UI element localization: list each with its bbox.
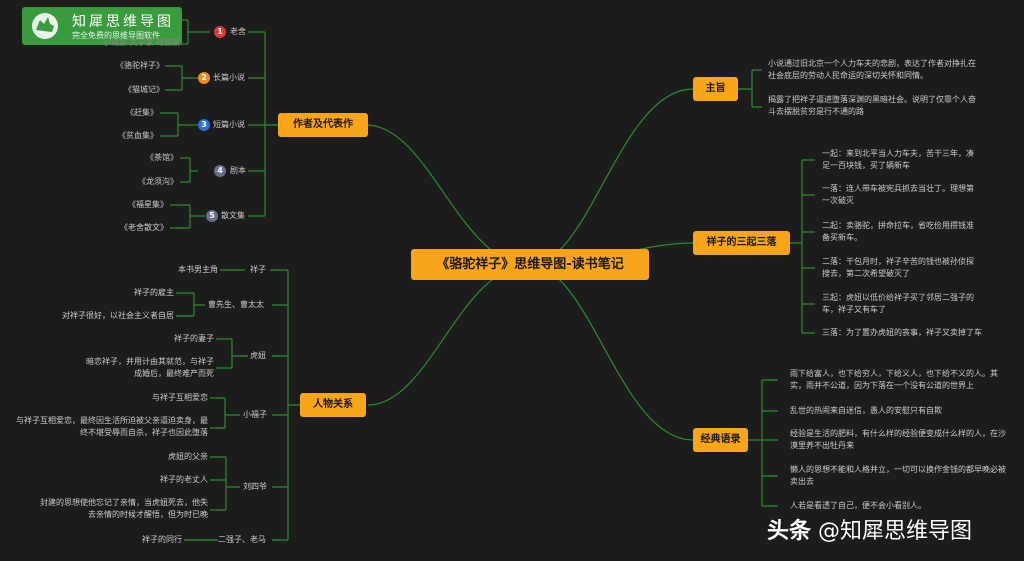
node-quotes[interactable]: 经典语录 [693, 428, 748, 452]
author-group-5[interactable]: 散文集 [221, 211, 245, 220]
author-item-3b: 《贫血集》 [118, 131, 158, 140]
quote-item-4: 懒人的思想不能和人格并立，一切可以换作金钱的都早晚必被卖出去 [790, 465, 1006, 486]
person-liusiye-desc1: 虎妞的父亲 [168, 452, 208, 461]
center-title[interactable]: 《骆驼祥子》思维导图-读书笔记 [411, 249, 649, 280]
plot-item-3: 二起：卖骆驼，拼命拉车，省吃俭用攒钱准备买新车。 [822, 221, 974, 242]
author-group-1[interactable]: 老舍 [230, 27, 246, 36]
person-xiaofuzi-desc1: 与祥子互相爱恋 [152, 393, 208, 402]
badge-4: 4 [214, 165, 226, 177]
quote-item-3: 经验是生活的肥料，有什么样的经验便变成什么样的人，在沙漠里养不出牡丹来 [790, 429, 1006, 450]
author-item-2b: 《猫城记》 [124, 85, 164, 94]
badge-3: 3 [198, 119, 210, 131]
person-cao[interactable]: 曹先生、曹太太 [208, 300, 264, 309]
author-group-2[interactable]: 长篇小说 [213, 73, 245, 82]
person-cao-desc1: 祥子的雇主 [134, 288, 174, 297]
quote-item-5: 人若是看透了自己，便不会小看别人。 [790, 501, 926, 510]
person-huniu-desc2: 暗恋祥子，并用计由其就范，与祥子成婚后，最终难产而死 [86, 357, 214, 378]
person-xiangzi[interactable]: 祥子 [250, 265, 266, 274]
person-erqiangzi-desc: 祥子的同行 [142, 535, 182, 544]
author-group-3[interactable]: 短篇小说 [213, 120, 245, 129]
watermark-handle: @知犀思维导图 [818, 519, 973, 544]
logo-title: 知犀思维导图 [72, 14, 174, 30]
node-author[interactable]: 作者及代表作 [278, 113, 368, 137]
rhino-icon [32, 13, 58, 39]
author-group-4[interactable]: 剧本 [230, 166, 246, 175]
theme-item-2: 揭露了把祥子逼进堕落深渊的黑暗社会。说明了仅靠个人奋斗去摆脱贫穷是行不通的路 [768, 95, 976, 116]
person-cao-desc2: 对祥子很好，以社会主义者自居 [62, 311, 174, 320]
author-item-5a: 《福星集》 [128, 200, 168, 209]
logo-subtitle: 完全免费的思维导图软件 [72, 31, 160, 40]
plot-item-1: 一起：来到北平当人力车夫，苦干三年，凑足一百块钱，买了辆新车 [822, 149, 974, 170]
plot-item-2: 一落：连人带车被宪兵抓去当壮丁。理想第一次破灭 [822, 184, 974, 205]
author-item-5b: 《老舍散文》 [120, 223, 168, 232]
author-item-4b: 《龙须沟》 [138, 177, 178, 186]
person-liusiye[interactable]: 刘四爷 [243, 482, 267, 491]
author-item-3a: 《赶集》 [126, 108, 158, 117]
quote-item-2: 乱世的热闹来自迷信，愚人的安慰只有自欺 [790, 406, 942, 415]
plot-item-4: 二落：干包月时，祥子辛苦的钱也被孙侦探搜去，第二次希望破灭了 [822, 257, 974, 278]
badge-2: 2 [198, 72, 210, 84]
badge-1: 1 [214, 26, 226, 38]
node-plot[interactable]: 祥子的三起三落 [693, 231, 790, 255]
quote-item-1: 雨下给富人，也下给穷人，下给义人，也下给不义的人。其实，雨并不公道，因为下落在一… [790, 369, 998, 390]
theme-item-1: 小说通过旧北京一个人力车夫的悲剧，表达了作者对挣扎在社会底层的劳动人民命运的深切… [768, 59, 976, 80]
plot-item-5: 三起：虎妞以低价给祥子买了邻居二强子的车，祥子又有车了 [822, 293, 974, 314]
person-huniu-desc1: 祥子的妻子 [174, 334, 214, 343]
plot-item-6: 三落：为了置办虎妞的丧事，祥子又卖掉了车 [822, 328, 982, 337]
watermark: 头条 @知犀思维导图 [767, 513, 972, 545]
person-liusiye-desc2: 祥子的老丈人 [160, 475, 208, 484]
person-xiaofuzi-desc2: 与祥子互相爱恋，最终因生活所迫被父亲逼迫卖身，最终不堪受辱而自杀，祥子也因此堕落 [16, 416, 208, 437]
person-erqiangzi[interactable]: 二强子、老马 [218, 535, 266, 544]
node-theme[interactable]: 主旨 [693, 77, 738, 101]
person-xiangzi-desc: 本书男主角 [178, 265, 218, 274]
author-item-1: 小说家 文学家 戏剧家 [102, 38, 180, 47]
logo[interactable]: 知犀思维导图 完全免费的思维导图软件 [22, 7, 182, 45]
node-people[interactable]: 人物关系 [300, 393, 366, 417]
author-item-4a: 《茶馆》 [146, 153, 178, 162]
person-liusiye-desc3: 封建的思想使他忘记了亲情，当虎妞死去，他失去亲情的时候才醒悟，但为时已晚 [40, 498, 208, 519]
person-xiaofuzi[interactable]: 小福子 [243, 410, 267, 419]
person-huniu[interactable]: 虎妞 [250, 351, 266, 360]
watermark-brand: 头条 [767, 519, 812, 544]
author-item-2a: 《骆驼祥子》 [116, 61, 164, 70]
badge-5: 5 [206, 210, 218, 222]
